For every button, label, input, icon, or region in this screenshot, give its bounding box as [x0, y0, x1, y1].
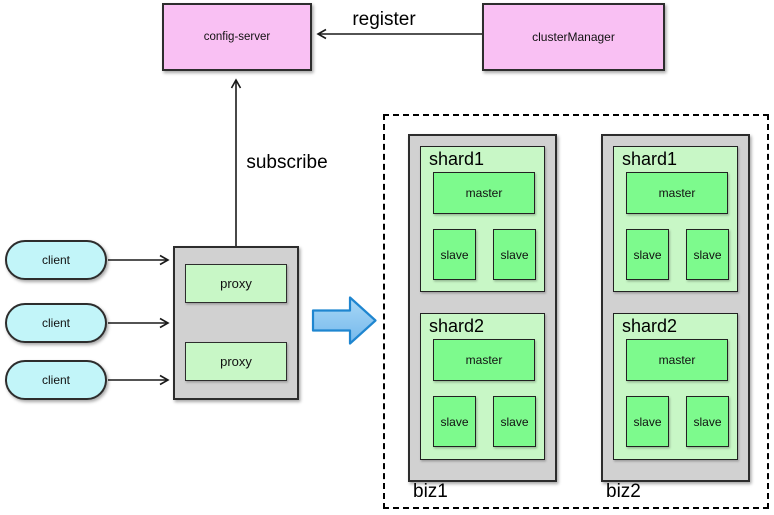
config-server-node: config-server	[162, 3, 312, 71]
shard-label: shard1	[429, 149, 485, 169]
slave-node: slave	[626, 396, 669, 447]
biz1-shard1-box: shard1 master slave slave	[420, 146, 545, 292]
biz1-shard2-box: shard2 master slave slave	[420, 313, 545, 460]
proxy-label: proxy	[220, 276, 252, 291]
slave-node: slave	[493, 229, 536, 280]
proxy-node-2: proxy	[185, 342, 287, 381]
shard-label: shard2	[429, 316, 485, 336]
client-node-3: client	[5, 360, 107, 400]
biz2-shard1-box: shard1 master slave slave	[613, 146, 738, 292]
client-node-2: client	[5, 303, 107, 343]
flow-arrow-icon	[311, 296, 377, 345]
cluster-manager-label: clusterManager	[532, 30, 615, 44]
client-label: client	[41, 253, 70, 267]
slave-node: slave	[686, 229, 729, 280]
client-label: client	[41, 316, 70, 330]
slave-node: slave	[626, 229, 669, 280]
shard-label: shard1	[622, 149, 678, 169]
biz-group-1: shard1 master slave slave shard2 master …	[408, 134, 557, 482]
shard-label: shard2	[622, 316, 678, 336]
slave-node: slave	[493, 396, 536, 447]
master-node: master	[626, 172, 728, 214]
master-node: master	[433, 339, 535, 381]
master-node: master	[626, 339, 728, 381]
proxy-group-container: proxy proxy	[173, 246, 299, 400]
proxy-label: proxy	[220, 354, 252, 369]
biz1-label: biz1	[413, 481, 448, 502]
slave-node: slave	[433, 229, 476, 280]
client-label: client	[41, 373, 70, 387]
biz-group-2: shard1 master slave slave shard2 master …	[601, 134, 750, 482]
biz2-label: biz2	[606, 481, 641, 502]
cluster-manager-node: clusterManager	[482, 3, 665, 71]
subscribe-edge-label: subscribe	[246, 152, 328, 173]
register-edge-label: register	[352, 9, 416, 30]
slave-node: slave	[433, 396, 476, 447]
config-server-label: config-server	[203, 31, 271, 43]
proxy-node-1: proxy	[185, 264, 287, 303]
biz2-shard2-box: shard2 master slave slave	[613, 313, 738, 460]
slave-node: slave	[686, 396, 729, 447]
master-node: master	[433, 172, 535, 214]
client-node-1: client	[5, 240, 107, 280]
